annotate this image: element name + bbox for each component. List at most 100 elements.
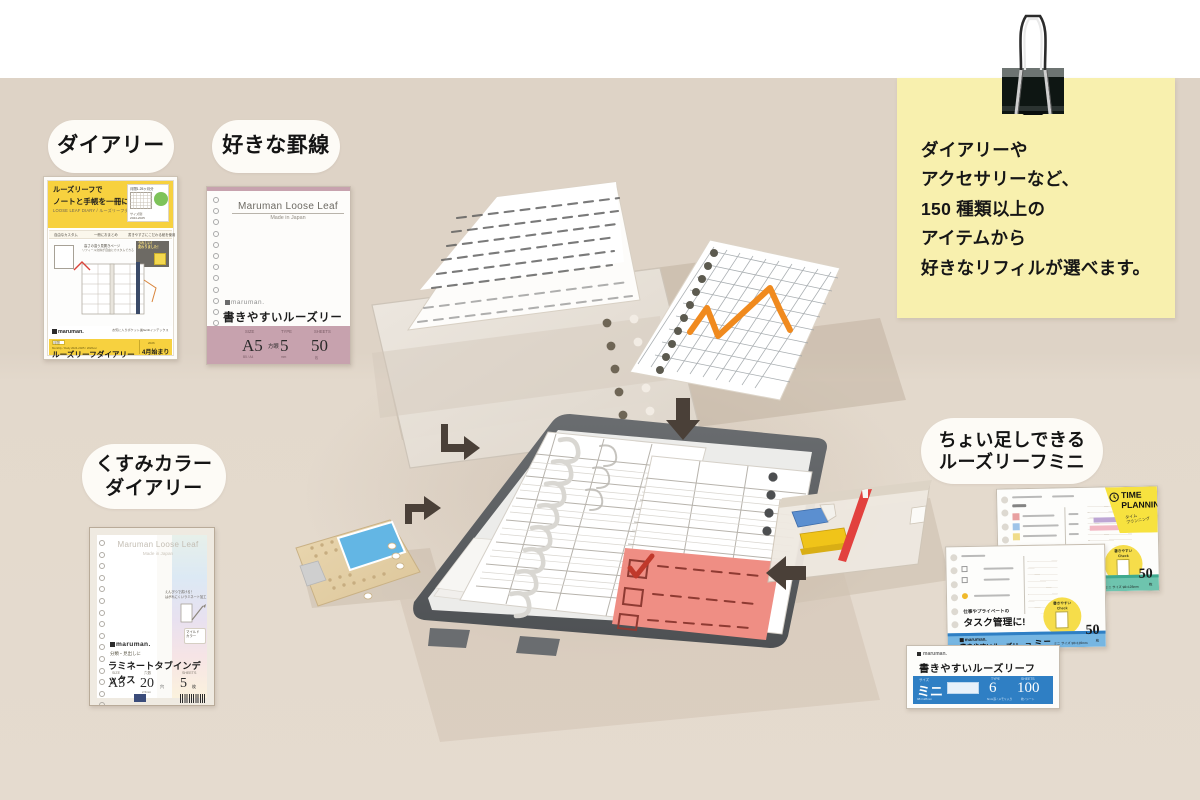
mini-blue-spec-2-value: 100 xyxy=(1017,680,1040,696)
loose-leaf-spec-0-note: B5 / A4 xyxy=(243,355,254,359)
mini-time-sheets: 50 xyxy=(1138,566,1153,582)
mini-time-banner-text: TIME PLANNING xyxy=(1120,489,1161,510)
label-ruling: 好きな罫線 xyxy=(212,120,340,173)
mini-task-sheets-unit: 枚 xyxy=(1095,638,1100,643)
tab-index-title-en: Maruman Loose Leaf xyxy=(117,540,199,549)
mini-task-sheets: 50 xyxy=(1085,622,1100,638)
label-ruling-text: 好きな罫線 xyxy=(222,134,330,158)
loose-leaf-spec-2-value: 50 xyxy=(311,336,328,355)
loose-leaf-spec-1-note: mm xyxy=(281,355,287,359)
diary-footer-right-top: 2026 xyxy=(148,341,155,345)
diary-footer-tag-text: 月間 xyxy=(53,341,60,346)
dotted-refill-sheet xyxy=(406,181,641,331)
tab-index-punch-holes xyxy=(99,540,105,705)
tab-index-badge-text: マイルド カラー xyxy=(186,630,200,639)
tab-index-callout: えんぴつで書ける！ はがれにくいラミネート加工 xyxy=(165,590,207,599)
open-ring-binder xyxy=(413,414,827,656)
tab-index-spec-1-note: 2.5mm xyxy=(142,690,152,694)
diary-headline-2: ノートと手帳を一冊に。 xyxy=(53,197,137,206)
loose-leaf-brand: maruman. xyxy=(231,299,265,306)
flow-arrows xyxy=(398,398,806,590)
sticky-note-text: ダイアリーや アクセサリーなど、 150 種類以上の アイテムから 好きなリフィ… xyxy=(921,136,1171,283)
diary-footer-right: 4月始まり xyxy=(142,350,170,356)
label-muted-color-diary-text: くすみカラー ダイアリー xyxy=(95,453,213,499)
mini-time-seal-text: 書きやすい Check xyxy=(1114,548,1133,558)
pencil-illustration-icon xyxy=(180,603,206,623)
mini-blue-spec-0-label: サイズ xyxy=(919,678,930,682)
label-muted-color-diary: くすみカラー ダイアリー xyxy=(82,444,226,509)
mini-blue-spec-0-note: 98×128mm xyxy=(917,697,933,701)
diary-headline-1: ルーズリーフで xyxy=(53,185,103,194)
package-mini-task-management[interactable]: 仕事やプライベートの タスク管理に! 書きやすい Check maruman. … xyxy=(945,543,1107,651)
diary-footer-tag xyxy=(52,340,65,345)
tab-index-spec-1-value: 20 xyxy=(140,676,154,691)
tab-index-sub-jp: 分類・見出しに xyxy=(110,651,141,656)
mini-time-sheets-unit: 枚 xyxy=(1148,582,1153,587)
tab-index-spec-1-label: 穴数 xyxy=(144,671,152,675)
sticky-note xyxy=(897,78,1175,318)
tab-index-spec-0-value: A5 xyxy=(108,676,126,691)
diary-bullet-3: 書きやすさにこだわる紙を使用 xyxy=(128,233,176,237)
package-mini-loose-leaf-blue[interactable]: maruman. 書きやすいルーズリーフ サイズ ミニ 98×128mm TYP… xyxy=(906,645,1060,709)
package-laminate-tab-index[interactable]: Maruman Loose Leaf Made in Japan えんぴつで書け… xyxy=(89,527,215,706)
mini-task-headline: タスク管理に! xyxy=(963,617,1026,630)
loose-leaf-title-en: Maruman Loose Leaf xyxy=(232,201,344,214)
diary-subhead: LOOSE LEAF DIARY / ルーズリーフダイアリー xyxy=(53,208,146,213)
diary-caption-right: お気に入りポケット裏facilitインデックス xyxy=(112,328,169,332)
diary-footer-small: Monthly / Daily 2024-2025 / 2026ver xyxy=(52,346,97,350)
tab-index-spec-2-label: SHEETS xyxy=(182,671,197,675)
label-loose-leaf-mini-text: ちょい足しできる ルーズリーフミニ xyxy=(938,429,1086,473)
tab-index-spec-2-value: 5 xyxy=(180,676,187,691)
arrow-down-left-icon xyxy=(441,424,480,460)
tab-index-spec-2-unit: 枚 xyxy=(192,684,196,689)
pen-and-sticky-tray xyxy=(767,480,932,583)
diary-badge-sub: サイズ別 2024-2025 xyxy=(130,212,145,220)
arrow-right-icon xyxy=(398,496,441,524)
diary-brand: maruman. xyxy=(58,329,84,335)
label-diary: ダイアリー xyxy=(48,120,174,173)
diary-inner-caption: 高さの違う見開きページ xyxy=(84,244,121,248)
loose-leaf-spec-1-prefix: 方眼 xyxy=(268,344,279,350)
label-loose-leaf-mini: ちょい足しできる ルーズリーフミニ xyxy=(921,418,1103,484)
loose-leaf-spec-band xyxy=(207,326,350,364)
tab-index-title-jp: ラミネートタブインデックス xyxy=(108,661,201,685)
package-maruman-loose-leaf[interactable]: Maruman Loose Leaf Made in Japan maruman… xyxy=(206,186,351,365)
sticky-note-lines: ダイアリーや アクセサリーなど、 150 種類以上の アイテムから 好きなリフィ… xyxy=(921,140,1151,278)
mini-blue-spec-2-label: SHEETS xyxy=(1021,677,1035,681)
arrow-left-icon xyxy=(766,556,806,590)
loose-leaf-spec-2-note: 枚 xyxy=(315,356,319,360)
mini-blue-spec-1-label: TYPE xyxy=(991,677,1000,681)
arrow-down-icon xyxy=(666,398,700,440)
mini-blue-spec-1-note: 6mm罫 / メモリ入り xyxy=(987,697,1013,701)
barcode xyxy=(180,694,206,703)
tab-index-spec-0-label: SIZE xyxy=(112,671,120,675)
diary-bullet-2: 一冊におまとめ xyxy=(94,233,118,237)
tab-index-spec-1-unit: 穴 xyxy=(160,684,164,689)
mini-blue-brand: maruman. xyxy=(923,651,947,657)
mini-blue-title-jp: 書きやすいルーズリーフ xyxy=(919,664,1036,675)
grid-refill-sheet xyxy=(629,239,841,401)
diary-inner-note: うれしい！ 変わりました！ xyxy=(138,241,161,249)
mini-blue-spec-band xyxy=(913,676,1053,704)
tab-index-brand: maruman. xyxy=(116,641,151,648)
mini-task-seal-text: 書きやすい Check xyxy=(1053,601,1072,611)
loose-leaf-spec-2-label: SHEETS xyxy=(314,329,331,334)
diary-footer-title: ルーズリーフダイアリー xyxy=(52,350,135,359)
loose-leaf-spec-1-value: 5 xyxy=(280,336,289,355)
clock-icon xyxy=(1109,492,1119,502)
diary-badge: 月間1.25ヶ月分 サイズ別 2024-2025 xyxy=(127,184,169,222)
mini-time-size-note: ミニ サイズ 98×128mm xyxy=(1104,584,1139,590)
loose-leaf-spec-0-value: A5 xyxy=(242,336,263,355)
loose-leaf-spec-0-label: SIZE xyxy=(245,329,255,334)
tab-index-badge xyxy=(184,628,206,644)
background-top-strip xyxy=(0,0,1200,78)
loose-leaf-spec-1-label: TYPE xyxy=(281,329,292,334)
package-mini-time-planning[interactable]: TIME PLANNING タイム プランニング 時間計画が 一目でわかる! 書… xyxy=(995,485,1161,595)
diary-inner-caption-2: リフィール交換が自由にカスタムできる xyxy=(82,248,134,252)
mini-blue-spec-0-value: ミニ xyxy=(917,684,944,699)
label-diary-text: ダイアリー xyxy=(57,134,165,158)
binder-clip-icon xyxy=(1002,14,1064,115)
package-loose-leaf-diary[interactable]: ルーズリーフで ノートと手帳を一冊に。 LOOSE LEAF DIARY / ル… xyxy=(43,176,178,360)
